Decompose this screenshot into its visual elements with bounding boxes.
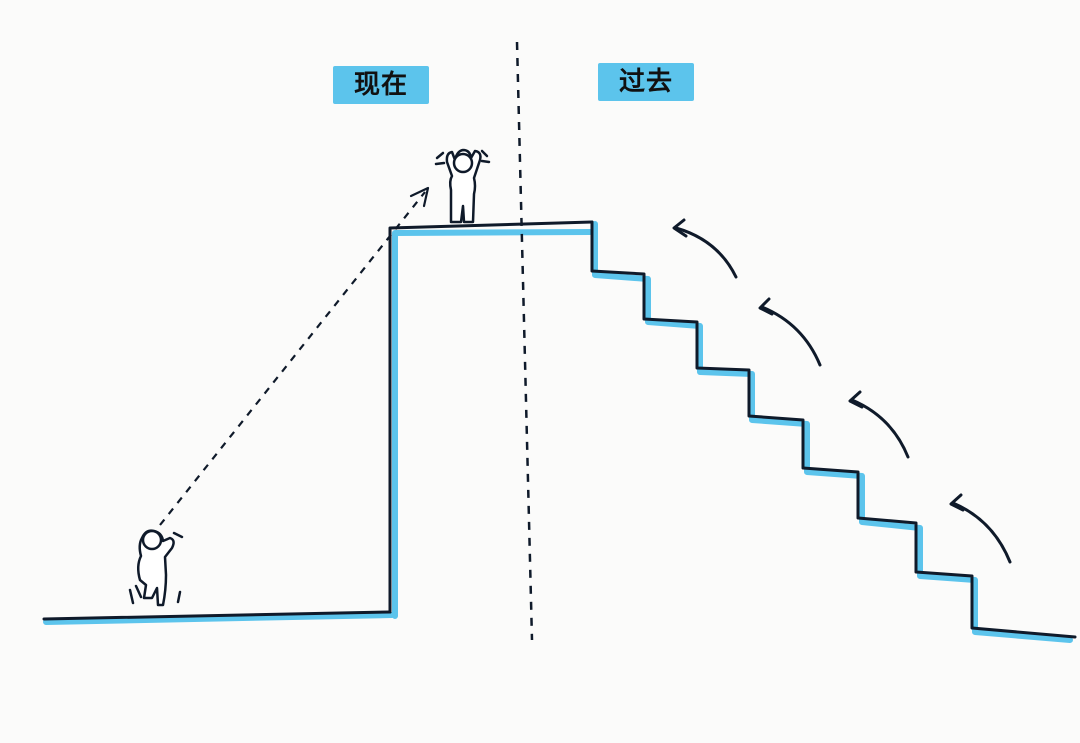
step-arrow-3 [848, 390, 910, 459]
label-now: 现在 [333, 66, 429, 104]
step-arrow-4 [949, 493, 1012, 564]
stairs-shadow [592, 221, 1073, 643]
blue-shadow-lines [43, 221, 1073, 643]
cliff-shadow [392, 229, 593, 619]
stick-figure-cheering-icon [434, 148, 491, 224]
stairs [590, 220, 1077, 639]
stick-figure-jumping-icon [128, 529, 184, 607]
cliff [388, 220, 594, 614]
time-divider [515, 41, 534, 641]
step-arrow-1 [672, 218, 738, 279]
leap-arrowhead [409, 186, 430, 208]
label-past: 过去 [598, 63, 694, 101]
step-arrows [672, 218, 1012, 564]
ink-lines [42, 220, 1077, 639]
step-arrow-2 [758, 297, 822, 367]
ground-left [42, 610, 392, 621]
leap-arrow [159, 186, 430, 526]
ground-left-shadow [43, 612, 395, 625]
